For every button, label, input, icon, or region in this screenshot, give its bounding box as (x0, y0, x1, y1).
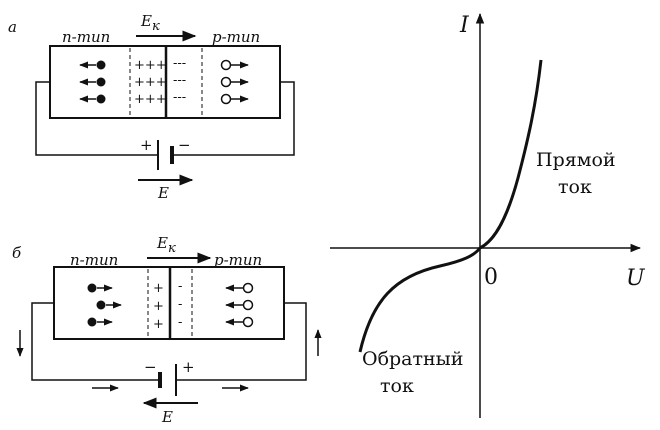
panel-b-plus-2: + (153, 299, 164, 314)
panel-b-minus-3: - (178, 315, 182, 330)
panel-b: б n-тип p-тип Eк + + + - - - (12, 234, 322, 426)
panel-b-minus-2: - (178, 297, 182, 312)
panel-a-wire-right (172, 81, 295, 156)
panel-a-battery-minus: − (178, 136, 191, 154)
panel-b-letter: б (12, 244, 22, 262)
iv-graph: I U 0 Прямой ток Обратный ток (330, 12, 646, 418)
panel-a-plus-row-3: +++ (134, 92, 167, 107)
origin-label: 0 (484, 265, 498, 290)
electron-icon (96, 94, 106, 104)
panel-b-n-type-label: n-тип (70, 251, 118, 269)
panel-b-battery-minus: − (144, 358, 157, 376)
electron-icon (96, 77, 106, 87)
panel-b-wire-right (176, 302, 307, 381)
panel-b-battery-plus: + (182, 358, 195, 376)
reverse-current-label-line1: Обратный (362, 348, 463, 370)
panel-b-plus-1: + (153, 281, 164, 296)
hole-icon (220, 93, 232, 105)
panel-a-battery-plus: + (140, 136, 153, 154)
hole-icon (242, 299, 254, 311)
panel-b-plus-3: + (153, 317, 164, 332)
panel-a-plus-row-2: +++ (134, 75, 167, 90)
panel-b-minus-1: - (178, 279, 182, 294)
panel-a-letter: а (8, 18, 17, 36)
forward-current-label-line2: ток (558, 176, 592, 198)
x-axis-label: U (626, 266, 646, 291)
electron-icon (96, 60, 106, 70)
panel-a-holes (220, 59, 249, 105)
electron-icon (87, 283, 97, 293)
panel-b-p-type-label: p-тип (214, 251, 262, 269)
panel-b-electrons (87, 283, 122, 327)
panel-b-holes (225, 282, 254, 328)
hole-icon (220, 59, 232, 71)
panel-a-minus-row-2: --- (173, 73, 186, 88)
panel-a-field-label: Eк (140, 12, 160, 34)
panel-a-emf-label: E (157, 184, 169, 202)
panel-a: а n-тип p-тип Eк +++ +++ +++ --- --- --- (8, 12, 295, 202)
panel-a-wire-left (35, 81, 158, 156)
reverse-current-label-line2: ток (380, 375, 414, 397)
panel-a-p-type-label: p-тип (212, 28, 260, 46)
y-axis-label: I (459, 13, 470, 38)
panel-a-minus-row-1: --- (173, 56, 186, 71)
panel-a-n-type-label: n-тип (62, 28, 110, 46)
electron-icon (87, 317, 97, 327)
panel-a-plus-row-1: +++ (134, 58, 167, 73)
panel-b-emf-label: E (161, 408, 173, 426)
panel-b-field-label: Eк (156, 234, 176, 256)
iv-curve (358, 59, 543, 353)
panel-b-wire-left (31, 302, 160, 381)
hole-icon (242, 316, 254, 328)
forward-current-label-line1: Прямой (536, 149, 616, 171)
panel-a-minus-row-3: --- (173, 90, 186, 105)
hole-icon (242, 282, 254, 294)
panel-a-electrons (79, 60, 106, 104)
hole-icon (220, 76, 232, 88)
electron-icon (96, 300, 106, 310)
